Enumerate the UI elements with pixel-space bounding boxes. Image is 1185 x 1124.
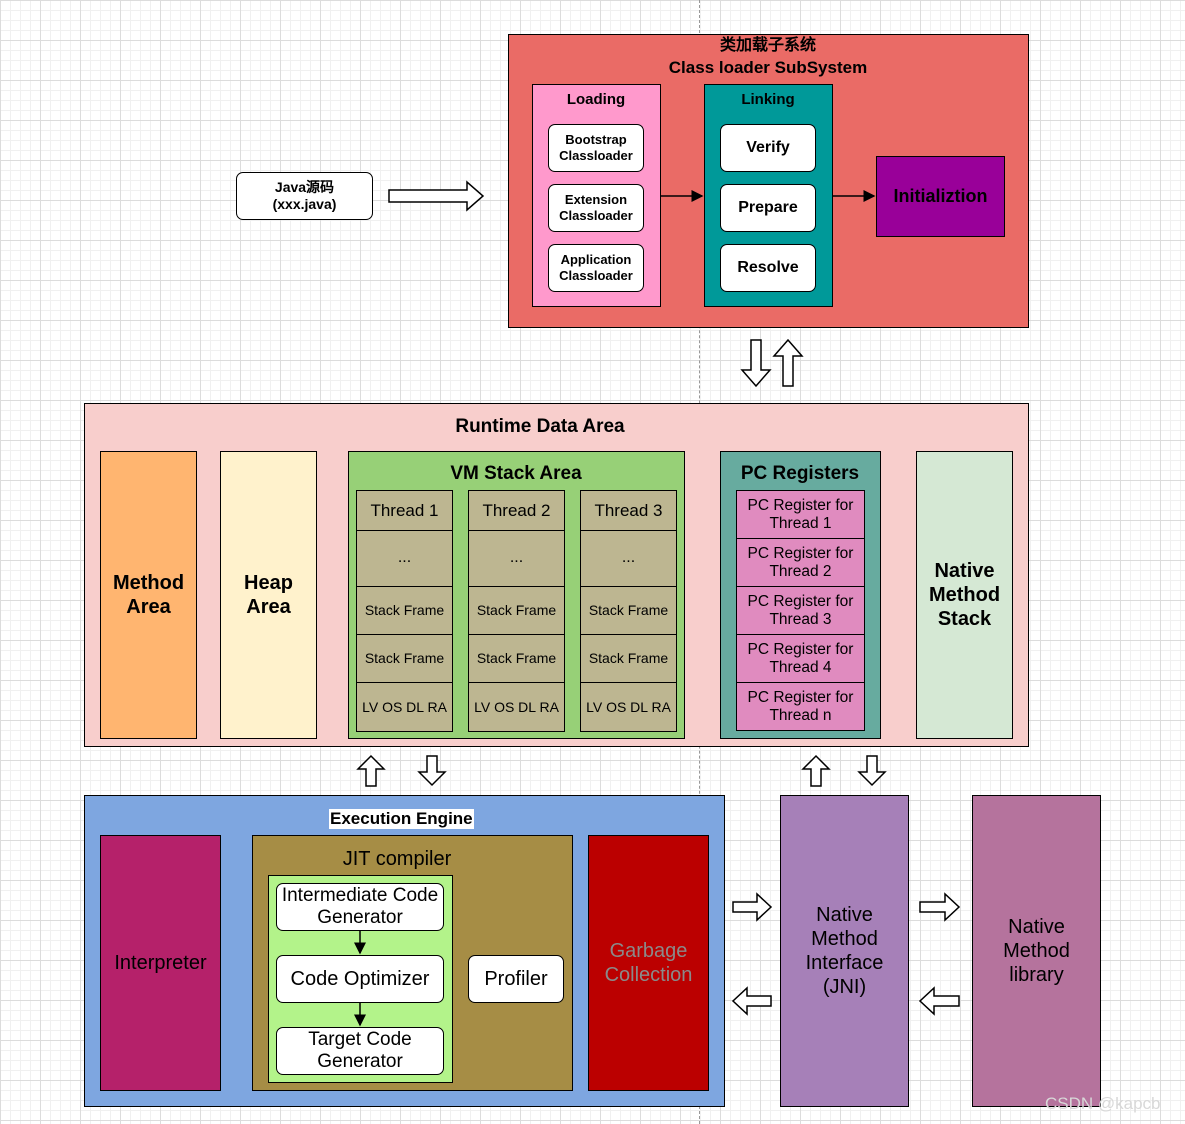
- stack-row: LV OS DL RA: [468, 682, 565, 732]
- pc-register-item: PC Register for Thread 4: [736, 634, 865, 683]
- execution-title: Execution Engine: [329, 809, 474, 829]
- interpreter-box: Interpreter: [100, 835, 221, 1091]
- stack-row: Stack Frame: [468, 586, 565, 635]
- pc-register-item: PC Register for Thread 2: [736, 538, 865, 587]
- thread-column: Thread 3 ... Stack Frame Stack Frame LV …: [580, 490, 677, 732]
- class-loader-title-en: Class loader SubSystem: [668, 58, 868, 77]
- left-block-arrow: [918, 986, 960, 1016]
- stack-row: Stack Frame: [580, 586, 677, 635]
- stack-row: LV OS DL RA: [356, 682, 453, 732]
- stack-row: ...: [468, 530, 565, 587]
- class-loader-title-cn: 类加载子系统: [719, 37, 816, 54]
- method-area: Method Area: [100, 451, 197, 739]
- java-source-box: Java源码 (xxx.java): [236, 172, 373, 220]
- stack-row: Stack Frame: [468, 634, 565, 683]
- stack-row: ...: [580, 530, 677, 587]
- vm-stack-title: VM Stack Area: [450, 463, 582, 484]
- right-block-arrow: [388, 180, 485, 212]
- down-block-arrow: [417, 755, 447, 787]
- pc-registers-title: PC Registers: [740, 463, 860, 484]
- native-method-interface: Native Method Interface (JNI): [780, 795, 909, 1107]
- native-method-stack: Native Method Stack: [916, 451, 1013, 739]
- up-block-arrow: [356, 754, 386, 787]
- up-block-arrow: [772, 338, 804, 387]
- left-block-arrow: [731, 986, 772, 1016]
- loading-title: Loading: [566, 91, 626, 108]
- right-block-arrow: [919, 892, 961, 922]
- pc-register-item: PC Register for Thread n: [736, 682, 865, 731]
- thread-name: Thread 3: [580, 490, 677, 531]
- pc-register-item: PC Register for Thread 3: [736, 586, 865, 635]
- down-block-arrow: [740, 339, 772, 388]
- watermark: CSDN @kapcb: [1045, 1094, 1161, 1113]
- garbage-collection: Garbage Collection: [588, 835, 709, 1091]
- jit-title: JIT compiler: [342, 848, 452, 870]
- down-block-arrow: [857, 755, 887, 787]
- pc-register-item: PC Register for Thread 1: [736, 490, 865, 539]
- runtime-title: Runtime Data Area: [455, 416, 625, 437]
- stack-row: Stack Frame: [356, 586, 453, 635]
- initialization-box: Initializtion: [876, 156, 1005, 237]
- up-block-arrow: [801, 754, 831, 787]
- stack-row: Stack Frame: [356, 634, 453, 683]
- right-block-arrow: [732, 892, 773, 922]
- target-code-generator: Target Code Generator: [276, 1027, 444, 1075]
- thread-column: Thread 1 ... Stack Frame Stack Frame LV …: [356, 490, 453, 732]
- heap-area: Heap Area: [220, 451, 317, 739]
- linking-title: Linking: [741, 91, 795, 108]
- intermediate-code-generator: Intermediate Code Generator: [276, 883, 444, 931]
- stack-row: LV OS DL RA: [580, 682, 677, 732]
- thread-column: Thread 2 ... Stack Frame Stack Frame LV …: [468, 490, 565, 732]
- profiler-box: Profiler: [468, 955, 564, 1003]
- stack-row: ...: [356, 530, 453, 587]
- stack-row: Stack Frame: [580, 634, 677, 683]
- extension-classloader: Extension Classloader: [548, 184, 644, 232]
- thread-name: Thread 2: [468, 490, 565, 531]
- verify-step: Verify: [720, 124, 816, 172]
- prepare-step: Prepare: [720, 184, 816, 232]
- application-classloader: Application Classloader: [548, 244, 644, 292]
- thread-name: Thread 1: [356, 490, 453, 531]
- bootstrap-classloader: Bootstrap Classloader: [548, 124, 644, 172]
- resolve-step: Resolve: [720, 244, 816, 292]
- native-method-library: Native Method library: [972, 795, 1101, 1107]
- code-optimizer: Code Optimizer: [276, 955, 444, 1003]
